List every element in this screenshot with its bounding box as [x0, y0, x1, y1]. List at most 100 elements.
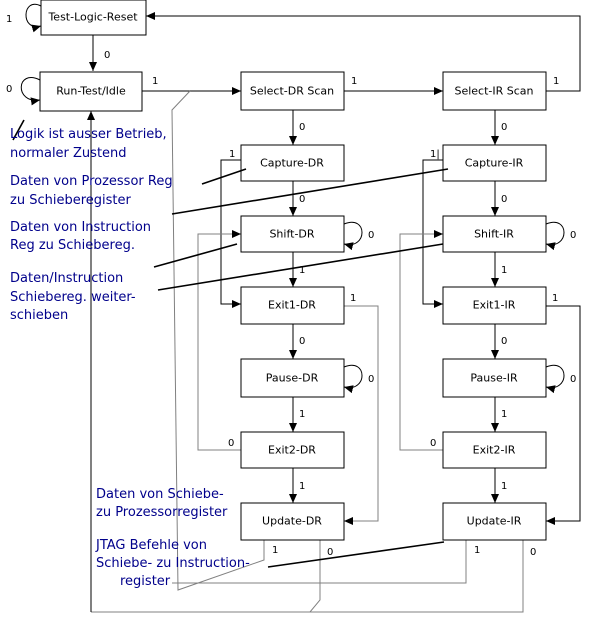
transition-label: 1: [299, 265, 305, 276]
annotation-prozessor-line1: Daten von Prozessor Reg: [10, 174, 173, 189]
transition-label: 1: [350, 293, 356, 304]
state-exit2-dr: Exit2-DR: [240, 431, 345, 469]
edge-exit2dr-to-shiftdr: [197, 230, 241, 451]
state-exit1-dr: Exit1-DR: [240, 286, 345, 325]
state-label: Pause-DR: [266, 372, 319, 385]
edge-exit2ir-to-shiftir: [399, 230, 443, 451]
state-label: Exit1-DR: [268, 299, 316, 312]
state-test-logic-reset: Test-Logic-Reset: [40, 0, 147, 36]
annotation-instruction-line1: Daten von Instruction: [10, 220, 151, 235]
edge-updateir-to-rti: [310, 540, 524, 613]
transition-label: 1: [152, 76, 158, 87]
state-label: Test-Logic-Reset: [47, 11, 138, 24]
state-capture-dr: Capture-DR: [240, 144, 345, 182]
state-pause-dr: Pause-DR: [240, 358, 345, 398]
state-label: Shift-DR: [269, 228, 314, 241]
transition-label: 1: [272, 545, 278, 556]
transition-label: 1: [552, 293, 558, 304]
state-label: Exit2-DR: [268, 444, 316, 457]
transition-label: 1: [229, 149, 235, 160]
annotation-instruction-line2: Reg zu Schiebereg.: [10, 238, 135, 253]
state-update-dr: Update-DR: [240, 502, 345, 541]
edge-updateir-to-seldr: [172, 540, 467, 584]
edge-tlr-self: [25, 3, 42, 33]
transition-label: 0: [299, 336, 305, 347]
edge-updatedr-to-rti: [91, 540, 321, 613]
pointer-shift-to-shift-ir: [157, 243, 444, 291]
state-label: Exit2-IR: [473, 444, 516, 457]
pointer-logik: [12, 119, 25, 141]
edge-exit1dr-to-updatedr: [344, 305, 379, 525]
transition-label: 0: [299, 122, 305, 133]
state-label: Exit1-IR: [473, 299, 516, 312]
pointer-jtag-to-update-ir: [267, 541, 445, 568]
pointer-shift-to-shift-dr: [153, 243, 238, 268]
edge-capir-to-exit1ir: [422, 159, 443, 308]
transition-label: 1: [501, 409, 507, 420]
transition-label: 1: [299, 481, 305, 492]
transition-label: 0: [368, 230, 374, 241]
edge-shiftir-self: [545, 221, 565, 251]
annotation-shift-line2: Schiebereg. weiter-: [10, 290, 136, 305]
state-label: Update-IR: [467, 515, 522, 528]
transition-label: 1: [501, 481, 507, 492]
transition-label: 0: [104, 50, 110, 61]
edge-capdr-to-exit1dr: [220, 159, 241, 308]
transition-label: 0: [501, 194, 507, 205]
transition-label: 0: [501, 336, 507, 347]
transition-label: 1: [351, 76, 357, 87]
transition-label: 1: [501, 265, 507, 276]
state-exit1-ir: Exit1-IR: [442, 286, 547, 325]
edge-exit1ir-to-updateir: [546, 305, 581, 525]
state-label: Select-DR Scan: [250, 85, 334, 98]
edge-rti-self: [20, 77, 41, 106]
transition-label: 0: [327, 547, 333, 558]
state-label: Capture-IR: [465, 157, 524, 170]
state-shift-dr: Shift-DR: [240, 215, 345, 253]
state-update-ir: Update-IR: [442, 502, 547, 541]
annotation-prozessor-line2: zu Schieberegister: [10, 193, 131, 208]
state-label: Shift-IR: [474, 228, 514, 241]
edge-selir-to-tlr: [146, 12, 581, 92]
annotations: Logik ist ausser Betrieb, normaler Zuste…: [10, 127, 250, 589]
annotation-logik-line2: normaler Zustend: [10, 146, 127, 161]
transition-label: 0: [530, 547, 536, 558]
edge-updatedr-to-seldr: [171, 90, 265, 591]
edges: [20, 3, 581, 613]
transition-label: 1: [299, 409, 305, 420]
state-select-ir-scan: Select-IR Scan: [442, 71, 547, 111]
transition-labels: 1 0 0 1 1 1 0 0 1 1| 0 0 0 0 1 1 1 1 0 0…: [6, 14, 576, 558]
edge-pauseir-self: [545, 364, 565, 394]
state-label: Update-DR: [262, 515, 322, 528]
transition-label: 0: [501, 122, 507, 133]
transition-label: 0: [368, 374, 374, 385]
state-capture-ir: Capture-IR: [442, 144, 547, 182]
annotation-update-dr-line1: Daten von Schiebe-: [96, 487, 224, 502]
transition-label: 0: [228, 438, 234, 449]
transition-label: 0: [570, 230, 576, 241]
transition-label: 0: [6, 84, 12, 95]
state-run-test-idle: Run-Test/Idle: [39, 71, 143, 112]
annotation-jtag-line2: Schiebe- zu Instruction-: [96, 556, 250, 571]
pointer-prozessor-to-capture-dr: [201, 168, 247, 185]
annotation-jtag-line3: register: [120, 574, 171, 589]
transition-label: 0: [430, 438, 436, 449]
edge-shiftdr-self: [343, 221, 363, 251]
transition-label: 1|: [430, 149, 440, 160]
annotation-shift-line1: Daten/Instruction: [10, 271, 123, 286]
pointer-instruction-to-capture-ir: [171, 168, 449, 215]
annotation-logik-line1: Logik ist ausser Betrieb,: [10, 127, 167, 142]
annotation-update-dr-line2: zu Prozessorregister: [96, 505, 228, 520]
state-label: Pause-IR: [470, 372, 518, 385]
annotation-pointers: [12, 119, 449, 568]
state-exit2-ir: Exit2-IR: [442, 431, 547, 469]
state-label: Select-IR Scan: [454, 85, 533, 98]
transition-label: 1: [474, 545, 480, 556]
state-pause-ir: Pause-IR: [442, 358, 547, 398]
state-label: Run-Test/Idle: [56, 85, 126, 98]
annotation-shift-line3: schieben: [10, 308, 68, 323]
transition-label: 1: [553, 76, 559, 87]
edge-pausedr-self: [343, 364, 363, 394]
transition-label: 1: [6, 14, 12, 25]
